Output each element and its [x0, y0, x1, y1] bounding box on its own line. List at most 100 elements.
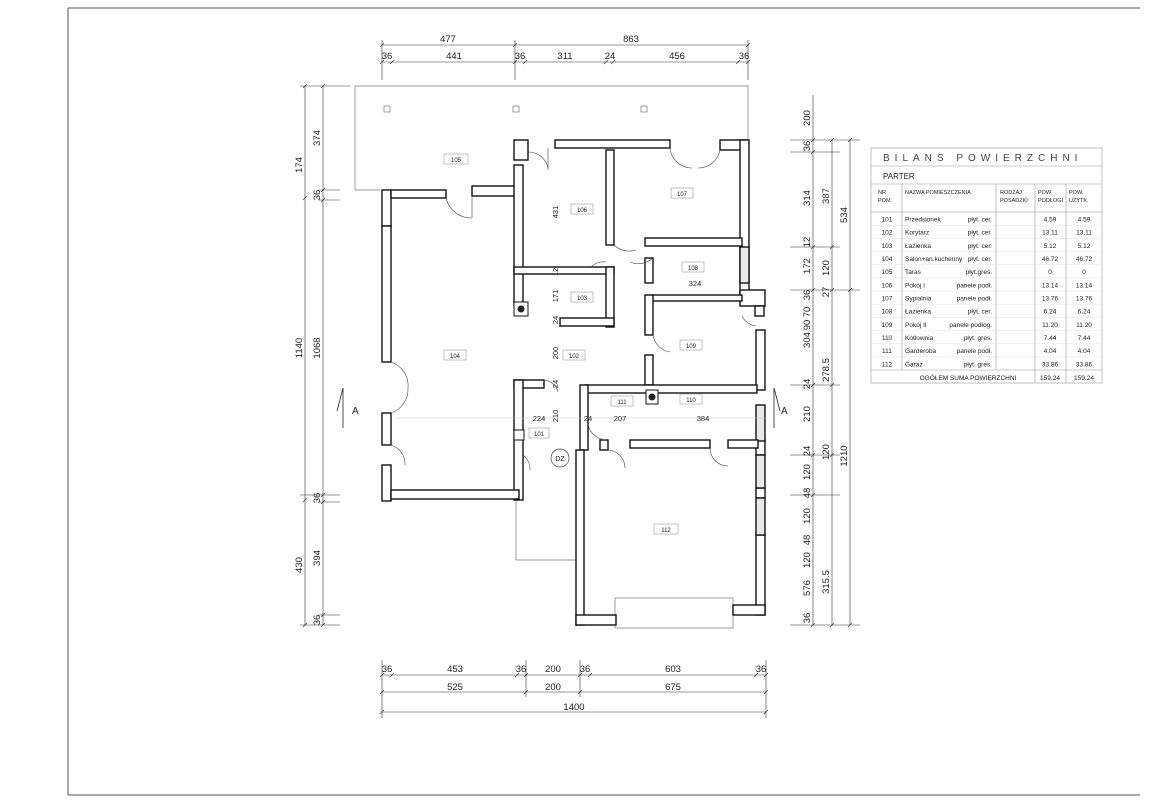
- table-cell: 7.44: [1078, 335, 1091, 342]
- right-dim: 534: [839, 207, 850, 223]
- table-cell: 5.12: [1078, 243, 1091, 250]
- interior-dim: 24: [551, 380, 560, 388]
- duct-marks: [517, 305, 656, 401]
- table-cell: Sypialnia: [905, 296, 932, 303]
- right-dim: 48: [802, 488, 813, 499]
- dz-symbol: DZ: [550, 448, 570, 468]
- top-dim: 36: [739, 51, 750, 62]
- right-dim: 24: [802, 446, 813, 457]
- right-dim: 120: [802, 464, 813, 480]
- bottom-dimension-texts: 36 453 36 200 36 603 36 525 200 675 1400: [382, 664, 767, 713]
- table-cell: 13.14: [1042, 282, 1059, 289]
- right-dim: 172: [802, 258, 813, 274]
- table-header-nr: NR: [878, 190, 886, 196]
- table-cell: płyt. cer.: [968, 230, 992, 237]
- right-dim: 70: [802, 307, 813, 318]
- room-label-108: 108: [688, 266, 699, 272]
- interior-dimensions: 431 171 200 210 224 24 207 384 324 12 24…: [533, 206, 710, 423]
- table-cell: 106: [882, 282, 893, 289]
- bottom-dim: 200: [545, 682, 561, 693]
- table-title: BILANS POWIERZCHNI: [883, 153, 1082, 164]
- interior-dim: 171: [551, 290, 560, 303]
- table-cell: płyt. cer.: [968, 309, 992, 316]
- left-dim: 1068: [312, 337, 323, 358]
- table-cell: 46.72: [1042, 256, 1059, 263]
- left-dim: 36: [312, 190, 323, 201]
- room-labels: [443, 153, 705, 535]
- right-dim: 315.5: [821, 570, 832, 594]
- right-dim: 210: [802, 406, 813, 422]
- table-cell: 0: [1082, 269, 1086, 276]
- table-cell: 4.59: [1044, 217, 1057, 224]
- table-cell: 13.76: [1076, 296, 1093, 303]
- room-label-109: 109: [686, 344, 697, 350]
- table-cell: 6.24: [1078, 309, 1091, 316]
- table-header-usable: POW.: [1069, 190, 1084, 196]
- bottom-dim: 525: [447, 682, 463, 693]
- room-label-104: 104: [450, 354, 461, 360]
- bottom-dim: 453: [447, 664, 463, 675]
- bottom-dim: 36: [382, 664, 393, 675]
- table-cell: Przedsionek: [905, 217, 942, 224]
- right-dim: 120: [802, 552, 813, 568]
- table-cell: 13.11: [1076, 230, 1092, 237]
- room-label-111: 111: [617, 400, 627, 406]
- interior-dim: 12: [551, 268, 560, 276]
- right-dim: 120: [821, 260, 832, 276]
- table-cell: 4.59: [1078, 217, 1091, 224]
- table-cell: panele podłog.: [949, 322, 992, 329]
- interior-dim: 224: [533, 414, 546, 423]
- interior-dim: 210: [551, 410, 560, 423]
- table-cell: Łazienka: [905, 309, 931, 316]
- table-header-name: NAZWA POMIESZCZENIA: [905, 190, 971, 196]
- table-cell: Taras: [905, 269, 922, 276]
- table-cell: 110: [882, 335, 893, 342]
- right-dim: 24: [802, 379, 813, 390]
- table-cell: 111: [882, 348, 892, 355]
- top-dim: 456: [669, 51, 685, 62]
- section-mark-right: A: [781, 406, 788, 417]
- table-cell: panele podł.: [957, 348, 993, 355]
- room-label-102: 102: [569, 354, 580, 360]
- table-header-area-2: PODŁOGI: [1038, 198, 1064, 204]
- table-cell: płyt. gres.: [964, 335, 992, 342]
- doors: [390, 147, 757, 471]
- left-dimension-texts: 374 36 1068 36 394 36 174 1140 430: [294, 130, 323, 625]
- room-label-101: 101: [534, 432, 545, 438]
- table-cell: 109: [882, 322, 893, 329]
- table-cell: 13.11: [1042, 230, 1058, 237]
- table-header-nr-2: POM.: [878, 198, 893, 204]
- right-dim: 12: [802, 237, 813, 248]
- bottom-dim: 200: [545, 664, 561, 675]
- table-footer-usable: 159.24: [1074, 375, 1094, 382]
- table-cell: Pokój II: [905, 322, 927, 329]
- bottom-dim-total: 1400: [563, 702, 584, 713]
- table-cell: płyt. cer.: [968, 217, 992, 224]
- room-label-112: 112: [661, 528, 671, 534]
- table-cell: Pokój I: [905, 282, 925, 289]
- right-dim: 278.5: [821, 358, 832, 382]
- table-cell: 11.20: [1042, 322, 1058, 329]
- right-dim: 314: [802, 190, 813, 206]
- table-cell: Łazienka: [905, 243, 931, 250]
- top-dim: 36: [382, 51, 393, 62]
- interior-dim: 431: [551, 206, 560, 219]
- right-dim: 576: [802, 580, 813, 596]
- table-cell: Garaż: [905, 361, 923, 368]
- interior-dim: 324: [689, 279, 702, 288]
- table-cell: 102: [882, 230, 893, 237]
- room-label-texts: 101 102 103 104 105 106 107 108 109 110 …: [450, 158, 699, 534]
- table-header-usable-2: UŻYTK.: [1069, 197, 1089, 204]
- room-label-103: 103: [577, 296, 588, 302]
- table-cell: płyt. cer.: [968, 256, 992, 263]
- bottom-dim: 603: [665, 664, 681, 675]
- right-dim: 120: [802, 508, 813, 524]
- room-label-107: 107: [677, 192, 688, 198]
- right-dim: 48: [802, 535, 813, 546]
- top-dim: 477: [440, 34, 456, 45]
- table-cell: Garderoba: [905, 348, 936, 355]
- table-header-floor: RODZAJ: [1000, 190, 1022, 196]
- dimension-lines: [300, 40, 860, 718]
- table-subtitle: PARTER: [883, 172, 915, 181]
